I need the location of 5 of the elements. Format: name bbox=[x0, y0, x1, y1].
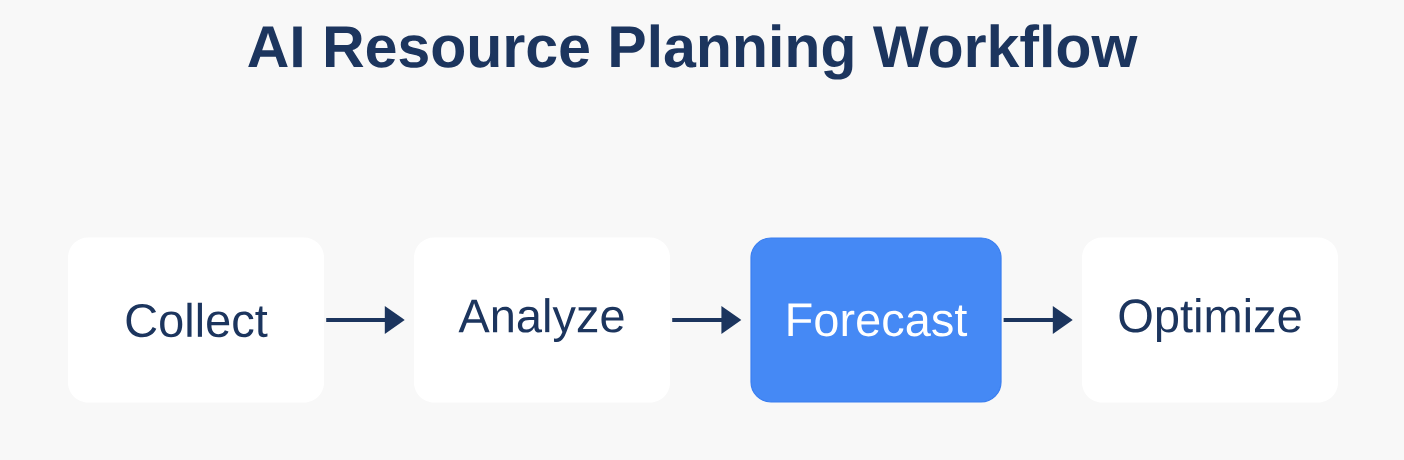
process-box: Optimize bbox=[1082, 237, 1338, 403]
title: AI Resource Planning Workflow bbox=[248, 24, 1138, 80]
process-box: Collect bbox=[68, 237, 324, 403]
highlighted-process-box: Forecast bbox=[750, 237, 1002, 403]
process-box: Analyze bbox=[414, 237, 670, 403]
